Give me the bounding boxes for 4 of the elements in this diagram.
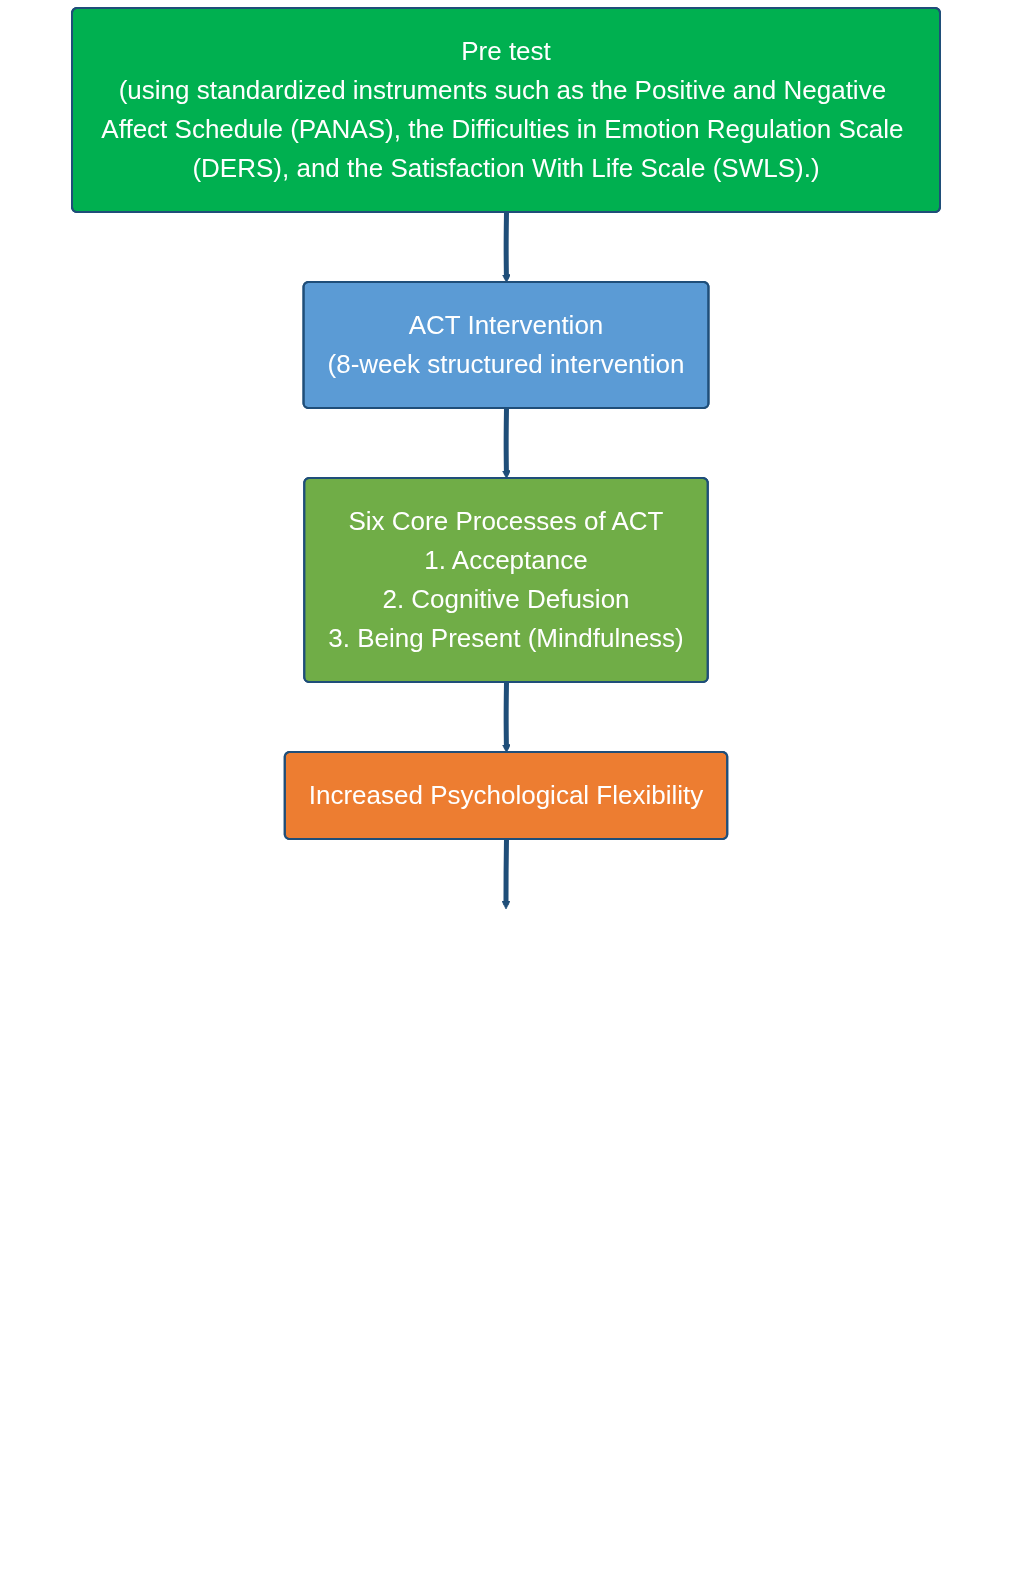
arrow: [501, 212, 511, 283]
arrow: [501, 839, 510, 910]
arrow: [501, 408, 511, 479]
arrow: [501, 682, 511, 753]
